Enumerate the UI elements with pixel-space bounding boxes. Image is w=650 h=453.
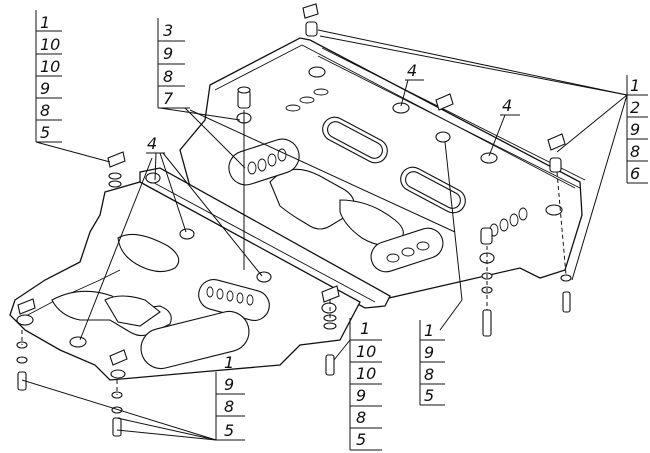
callout-bottom-right-mid: 1 9 8 5 <box>419 320 445 406</box>
callout-label: 2 <box>630 98 640 117</box>
callout-upper-middle: 3 9 8 7 <box>157 18 190 109</box>
callout-label: 5 <box>40 123 50 142</box>
callout-label: 10 <box>40 35 60 54</box>
callout-label: 1 <box>630 76 640 95</box>
callout-label: 4 <box>147 134 157 153</box>
callout-right-center: 4 <box>500 96 520 116</box>
callout-label: 1 <box>40 13 50 32</box>
callout-label: 8 <box>40 101 50 120</box>
callout-label: 5 <box>356 430 366 449</box>
callout-label: 8 <box>224 397 234 416</box>
callout-label: 5 <box>224 421 234 440</box>
mid-clip <box>435 93 454 111</box>
callout-label: 8 <box>424 365 434 384</box>
callout-label: 4 <box>502 96 512 115</box>
leader-lines <box>21 29 628 441</box>
callout-label: 10 <box>356 364 376 383</box>
callout-label: 9 <box>40 79 50 98</box>
callout-label: 9 <box>163 44 173 63</box>
top-nut-clip <box>302 3 319 19</box>
callout-label: 1 <box>224 353 234 372</box>
callout-label: 10 <box>40 57 60 76</box>
callout-label: 1 <box>424 321 434 340</box>
front-skid-plate <box>9 172 361 381</box>
callout-label: 8 <box>163 67 173 86</box>
callout-right-side: 1 2 9 8 6 <box>626 75 648 184</box>
callout-label: 4 <box>407 61 417 80</box>
callout-top-center: 4 <box>405 61 424 81</box>
callout-label: 1 <box>360 319 370 338</box>
callout-label: 9 <box>424 343 434 362</box>
top-spacer <box>305 21 318 37</box>
right-clip <box>547 133 566 151</box>
callout-label: 8 <box>630 142 640 161</box>
hardware <box>16 3 572 437</box>
callout-label: 9 <box>630 120 640 139</box>
callout-top-left: 1 10 10 9 8 5 <box>35 10 62 143</box>
right-spacer <box>549 157 562 173</box>
callout-label: 10 <box>356 342 376 361</box>
callout-label: 5 <box>424 386 434 405</box>
callout-left-skid: 4 <box>146 134 165 154</box>
callout-label: 7 <box>163 89 174 108</box>
callout-bottom-left: 1 9 8 5 <box>215 353 245 441</box>
callout-label: 6 <box>630 164 640 183</box>
callout-label: 8 <box>356 408 366 427</box>
callout-label: 3 <box>163 21 173 40</box>
callout-label: 9 <box>224 375 234 394</box>
callout-center-bolt: 1 10 10 9 8 5 <box>349 318 382 451</box>
callout-label: 9 <box>356 386 366 405</box>
